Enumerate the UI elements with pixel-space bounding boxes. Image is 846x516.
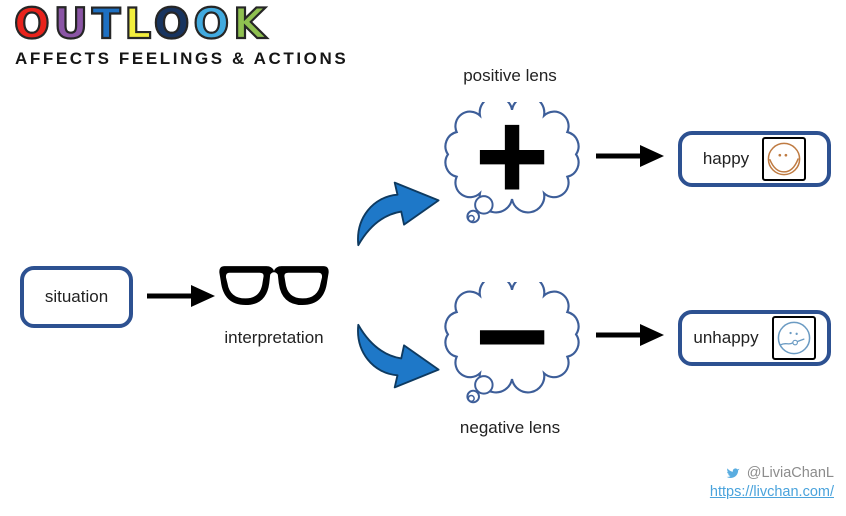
title-letter: O <box>153 0 194 48</box>
situation-label: situation <box>44 287 109 306</box>
positive-lens-label: positive lens <box>463 66 557 85</box>
title-letter: L <box>123 0 154 48</box>
plus-symbol: + <box>469 97 554 214</box>
thought-cloud-icon <box>444 102 580 224</box>
happy-box: happy <box>678 131 831 187</box>
happy-label: happy <box>702 149 750 168</box>
twitter-handle: @LiviaChanL <box>746 465 834 481</box>
arrow-right-icon <box>596 145 664 167</box>
minus-symbol: − <box>469 277 554 394</box>
situation-box: situation <box>20 266 133 328</box>
twitter-credit: @LiviaChanL <box>724 465 834 481</box>
title-letter: K <box>232 0 270 48</box>
glasses-icon <box>219 266 329 306</box>
page-title: OUTLOOK <box>13 0 270 48</box>
negative-thought-bubble: − <box>439 277 585 413</box>
title-letter: O <box>192 0 234 48</box>
title-letter: O <box>13 0 54 48</box>
website-link[interactable]: https://livchan.com/ <box>709 484 834 500</box>
unhappy-face-icon <box>771 316 816 360</box>
unhappy-label: unhappy <box>693 328 759 347</box>
curved-arrow-down-icon <box>357 323 440 389</box>
curved-arrow-up-icon <box>357 181 440 247</box>
page-subtitle: AFFECTS FEELINGS & ACTIONS <box>15 49 349 68</box>
positive-thought-bubble: + <box>439 97 585 233</box>
unhappy-box: unhappy <box>678 310 831 366</box>
twitter-bird-icon <box>726 468 740 479</box>
interpretation-label: interpretation <box>224 328 324 347</box>
thought-cloud-icon <box>444 282 580 404</box>
arrow-right-icon <box>596 324 664 346</box>
website-link-line: https://livchan.com/ <box>710 484 834 500</box>
happy-face-icon <box>762 137 807 181</box>
title-letter: T <box>91 0 125 48</box>
arrow-right-icon <box>147 285 215 307</box>
title-letter: U <box>53 0 92 48</box>
negative-lens-label: negative lens <box>459 418 561 437</box>
